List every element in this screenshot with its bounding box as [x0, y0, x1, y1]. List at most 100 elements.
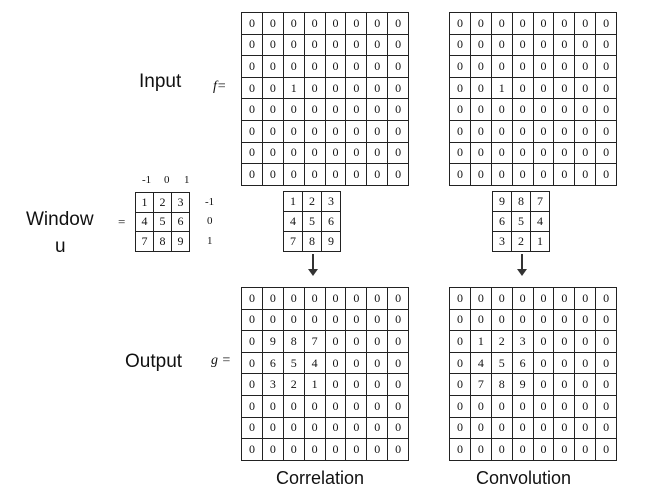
grid-cell: 9: [171, 231, 190, 252]
grid-cell: 0: [574, 163, 597, 186]
grid-cell: 0: [532, 76, 555, 100]
grid-cell: 0: [345, 163, 368, 186]
grid-cell: 8: [490, 373, 513, 396]
grid-cell: 0: [324, 394, 347, 418]
grid-cell: 0: [574, 438, 597, 461]
grid-cell: 5: [511, 211, 531, 232]
grid-cell: 8: [153, 231, 172, 252]
grid-cell: 7: [135, 231, 154, 252]
grid-cell: 0: [324, 373, 347, 396]
grid-cell: 0: [511, 394, 534, 418]
correlation-arrow: [308, 254, 318, 276]
window-label-line1: Window: [26, 209, 94, 230]
grid-cell: 7: [469, 373, 492, 396]
grid-cell: 0: [553, 55, 576, 78]
grid-cell: 1: [469, 330, 492, 353]
window-equals-sign: =: [118, 214, 126, 229]
grid-cell: 0: [532, 373, 555, 396]
grid-cell: 0: [553, 287, 576, 310]
grid-cell: 0: [574, 33, 597, 57]
grid-cell: 0: [324, 119, 347, 143]
grid-cell: 0: [511, 416, 534, 440]
grid-cell: 0: [469, 308, 492, 332]
grid-cell: 0: [345, 308, 368, 332]
grid-cell: 6: [171, 211, 190, 232]
grid-cell: 0: [595, 98, 618, 121]
grid-cell: 0: [469, 12, 492, 35]
grid-cell: 0: [553, 351, 576, 375]
grid-cell: 0: [553, 76, 576, 100]
grid-cell: 0: [366, 98, 389, 121]
grid-cell: 0: [345, 141, 368, 165]
grid-cell: 0: [303, 98, 326, 121]
grid-cell: 0: [387, 163, 410, 186]
grid-cell: 3: [261, 373, 284, 396]
grid-cell: 0: [490, 308, 513, 332]
grid-cell: 0: [511, 141, 534, 165]
grid-cell: 0: [345, 416, 368, 440]
grid-cell: 0: [261, 12, 284, 35]
grid-cell: 0: [449, 416, 471, 440]
grid-cell: 1: [283, 191, 303, 212]
grid-cell: 0: [241, 55, 263, 78]
grid-cell: 8: [282, 330, 305, 353]
grid-cell: 0: [261, 308, 284, 332]
grid-cell: 5: [490, 351, 513, 375]
grid-cell: 0: [532, 55, 555, 78]
grid-cell: 0: [469, 55, 492, 78]
grid-cell: 0: [261, 287, 284, 310]
f-equals-label: f=: [213, 79, 227, 94]
grid-cell: 0: [387, 287, 410, 310]
grid-cell: 0: [449, 33, 471, 57]
grid-cell: 7: [283, 231, 303, 252]
grid-cell: 0: [345, 373, 368, 396]
grid-cell: 0: [595, 12, 618, 35]
kernel-row-label: 0: [207, 215, 213, 227]
grid-cell: 0: [469, 33, 492, 57]
grid-cell: 0: [469, 119, 492, 143]
grid-cell: 0: [241, 33, 263, 57]
grid-cell: 0: [387, 438, 410, 461]
grid-cell: 4: [303, 351, 326, 375]
grid-cell: 0: [345, 287, 368, 310]
grid-cell: 0: [261, 416, 284, 440]
grid-cell: 0: [449, 141, 471, 165]
grid-cell: 0: [595, 163, 618, 186]
window-label-line2: u: [55, 236, 66, 257]
grid-cell: 0: [366, 394, 389, 418]
grid-cell: 0: [449, 373, 471, 396]
grid-cell: 0: [511, 163, 534, 186]
grid-cell: 0: [532, 308, 555, 332]
grid-cell: 0: [282, 119, 305, 143]
grid-cell: 0: [324, 416, 347, 440]
grid-cell: 0: [469, 163, 492, 186]
grid-cell: 0: [345, 76, 368, 100]
grid-cell: 0: [449, 55, 471, 78]
grid-cell: 0: [532, 330, 555, 353]
grid-cell: 0: [532, 351, 555, 375]
grid-cell: 0: [324, 438, 347, 461]
grid-cell: 0: [595, 76, 618, 100]
grid-cell: 0: [282, 416, 305, 440]
